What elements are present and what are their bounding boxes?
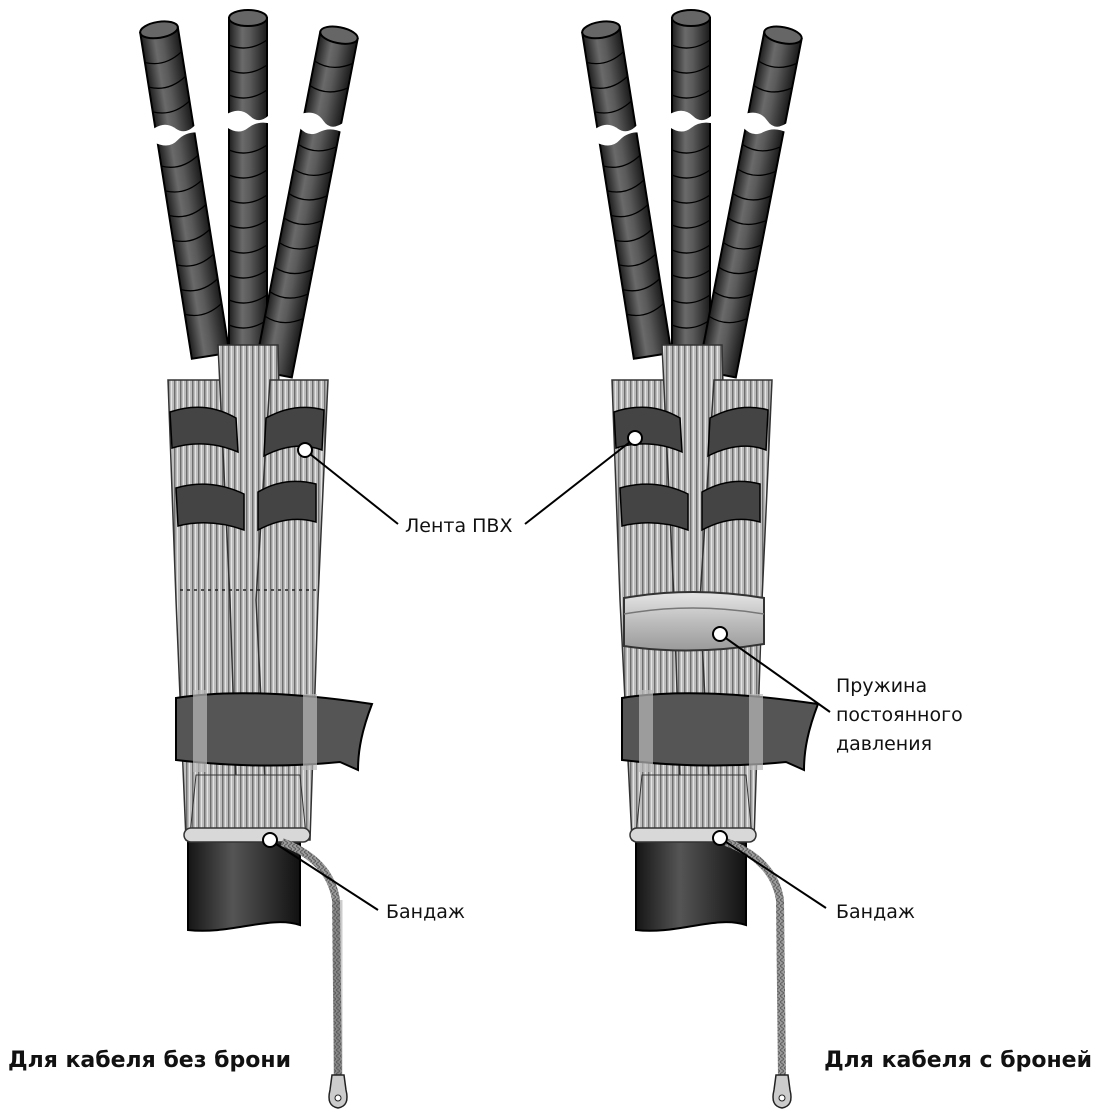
callout-dot bbox=[298, 443, 312, 457]
core-left bbox=[577, 18, 677, 359]
core-right bbox=[695, 23, 808, 378]
constant-force-spring bbox=[624, 592, 764, 651]
label-spring-line2: постоянного bbox=[836, 703, 963, 728]
caption-left: Для кабеля без брони bbox=[8, 1048, 291, 1073]
core-left bbox=[135, 18, 235, 359]
left-assembly bbox=[135, 10, 398, 1108]
bandage bbox=[184, 828, 310, 842]
label-bandage-right: Бандаж bbox=[836, 900, 915, 925]
callout-dot bbox=[263, 833, 277, 847]
label-bandage-left: Бандаж bbox=[386, 900, 465, 925]
core-middle bbox=[225, 10, 272, 358]
label-spring-line1: Пружина bbox=[836, 674, 927, 699]
lug bbox=[329, 1075, 347, 1108]
lug bbox=[773, 1075, 791, 1108]
callout-dot bbox=[628, 431, 642, 445]
callout-dot bbox=[713, 627, 727, 641]
right-assembly bbox=[525, 10, 830, 1108]
label-pvc-tape: Лента ПВХ bbox=[405, 514, 513, 539]
outer-jacket bbox=[636, 835, 746, 931]
caption-right: Для кабеля с броней bbox=[824, 1048, 1092, 1073]
core-middle bbox=[668, 10, 715, 358]
bandage bbox=[630, 828, 756, 842]
callout-dot bbox=[713, 831, 727, 845]
label-spring-line3: давления bbox=[836, 732, 932, 757]
